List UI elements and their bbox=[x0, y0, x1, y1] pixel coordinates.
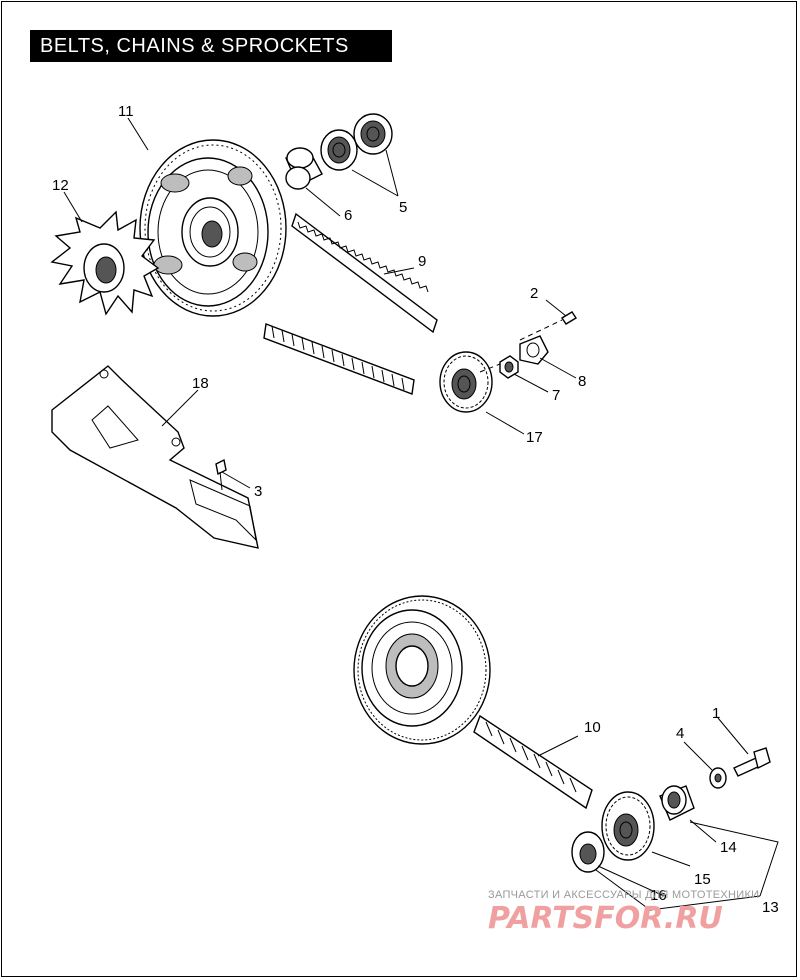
part-clutch-sprocket bbox=[353, 595, 491, 745]
callout-13: 13 bbox=[762, 899, 779, 916]
part-lock-screw bbox=[479, 311, 577, 373]
callout-4: 4 bbox=[676, 725, 684, 742]
callout-3: 3 bbox=[254, 483, 262, 500]
part-sprocket-isolator bbox=[50, 210, 160, 316]
callout-10: 10 bbox=[584, 719, 601, 736]
part-lock-plate bbox=[519, 335, 549, 365]
part-sprocket-spacer bbox=[285, 147, 323, 190]
callout-17: 17 bbox=[526, 429, 543, 446]
callout-2: 2 bbox=[530, 285, 538, 302]
part-drive-belt-lower bbox=[263, 323, 415, 395]
part-compensator-cover bbox=[571, 831, 605, 873]
watermark-logo: PARTSFOR.RU bbox=[488, 901, 723, 936]
watermark: ЗАПЧАСТИ И АКСЕССУАРЫ ДЛЯ МОТОТЕХНИКИ PA… bbox=[488, 889, 759, 936]
callout-6: 6 bbox=[344, 207, 352, 224]
callout-9: 9 bbox=[418, 253, 426, 270]
callout-11: 11 bbox=[118, 103, 134, 120]
watermark-tagline: ЗАПЧАСТИ И АКСЕССУАРЫ ДЛЯ МОТОТЕХНИКИ bbox=[488, 889, 759, 901]
page-title: BELTS, CHAINS & SPROCKETS bbox=[30, 30, 392, 62]
callout-1: 1 bbox=[712, 705, 720, 722]
callout-16: 16 bbox=[650, 887, 667, 904]
part-washer bbox=[709, 767, 727, 789]
part-sliding-cam bbox=[659, 785, 695, 821]
callout-5: 5 bbox=[399, 199, 407, 216]
callout-18: 18 bbox=[192, 375, 209, 392]
callout-8: 8 bbox=[578, 373, 586, 390]
part-primary-chain bbox=[473, 714, 593, 810]
part-pulley-nut bbox=[499, 355, 519, 379]
part-engine-sprocket bbox=[601, 791, 655, 861]
callout-12: 12 bbox=[52, 177, 69, 194]
part-drive-belt-upper bbox=[291, 212, 438, 334]
leader-lines bbox=[63, 117, 779, 911]
part-rear-belt-sprocket bbox=[139, 139, 287, 317]
part-guard-screw bbox=[215, 458, 227, 491]
callout-15: 15 bbox=[694, 871, 711, 888]
part-wheel-bearings bbox=[320, 113, 393, 171]
callout-14: 14 bbox=[720, 839, 737, 856]
part-compensator-bolt bbox=[733, 747, 771, 777]
callout-labels: 11 12 6 5 9 2 8 7 17 18 3 10 1 4 14 15 1… bbox=[52, 103, 779, 916]
part-transmission-pulley bbox=[439, 351, 493, 413]
part-belt-guard bbox=[51, 365, 259, 549]
callout-7: 7 bbox=[552, 387, 560, 404]
